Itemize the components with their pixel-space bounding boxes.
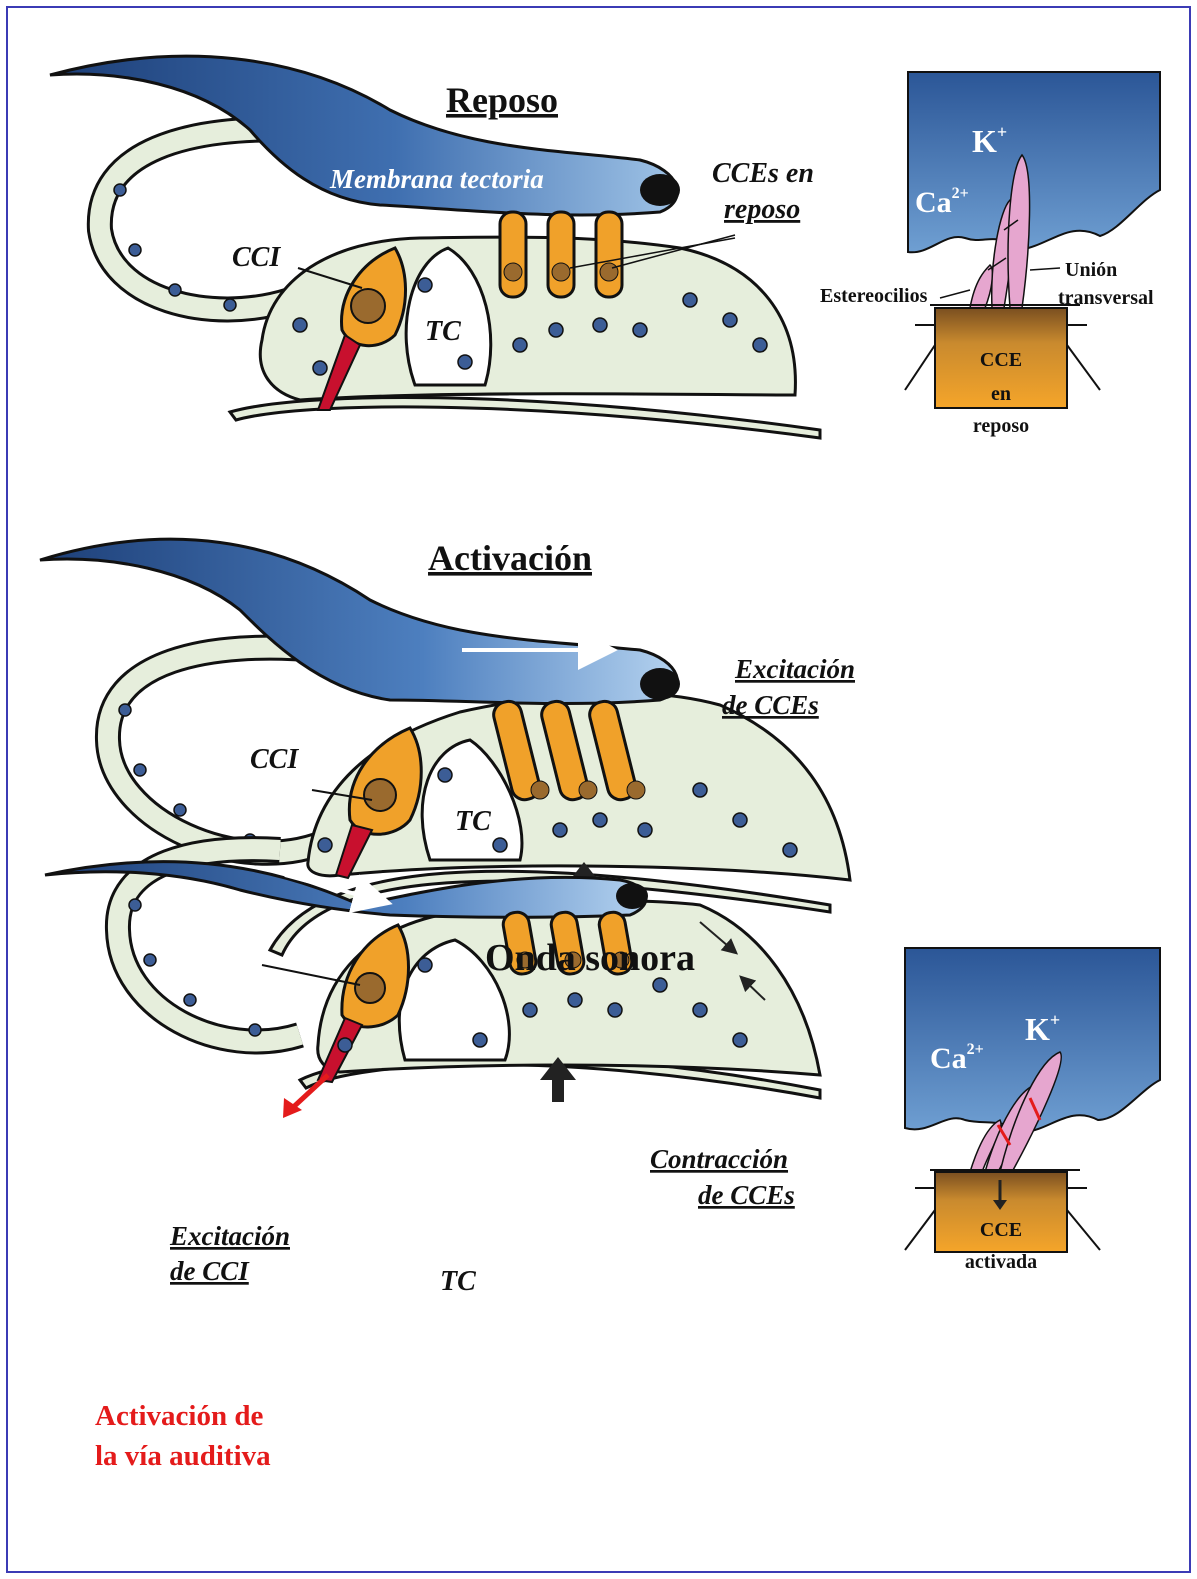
sound-wave-label: Onda sonora <box>485 937 695 979</box>
auditory-pathway-label-2: la vía auditiva <box>95 1440 271 1472</box>
outer-hair-cell <box>500 212 526 297</box>
cces-rest-label-1: CCEs en <box>712 158 814 189</box>
outer-hair-cell <box>548 212 574 297</box>
inset-active-cell-label-2: activada <box>965 1251 1037 1273</box>
tc-label: TC <box>425 316 461 347</box>
inset-rest-cell-label-1: CCE <box>980 349 1022 371</box>
tc-label: TC <box>455 806 491 837</box>
contraction-cces-label-1: Contracción <box>650 1144 788 1174</box>
excitation-cci-label-1: Excitación <box>169 1221 290 1251</box>
excitation-cci-label-2: de CCI <box>170 1256 250 1286</box>
inset-rest-cell-label-3: reposo <box>973 415 1029 437</box>
cces-rest-label-2: reposo <box>724 194 800 225</box>
cci-label: CCI <box>232 242 281 273</box>
tc-label: TC <box>440 1266 476 1297</box>
inset-active <box>905 948 1160 1252</box>
tip-link-label-2: transversal <box>1058 287 1154 309</box>
inset-rest <box>905 72 1160 408</box>
auditory-pathway-label-1: Activación de <box>95 1400 263 1432</box>
basilar-membrane <box>230 397 820 438</box>
inset-tectorial <box>908 72 1160 252</box>
panel-rest <box>50 56 820 438</box>
stereocilia-label: Estereocilios <box>820 285 928 307</box>
tectorial-membrane-label: Membrana tectoria <box>329 164 544 194</box>
excitation-cces-label-1: Excitación <box>734 654 855 684</box>
inset-rest-cell-label-2: en <box>991 383 1011 405</box>
outer-hair-cell <box>596 212 622 297</box>
excitation-cces-label-2: de CCEs <box>722 690 819 720</box>
contraction-cces-label-2: de CCEs <box>698 1180 795 1210</box>
inset-active-cell-label-1: CCE <box>980 1219 1022 1241</box>
activation-title: Activación <box>428 538 592 578</box>
tip-link-label-1: Unión <box>1065 259 1117 281</box>
cci-label: CCI <box>250 744 299 775</box>
rest-title: Reposo <box>446 80 558 120</box>
